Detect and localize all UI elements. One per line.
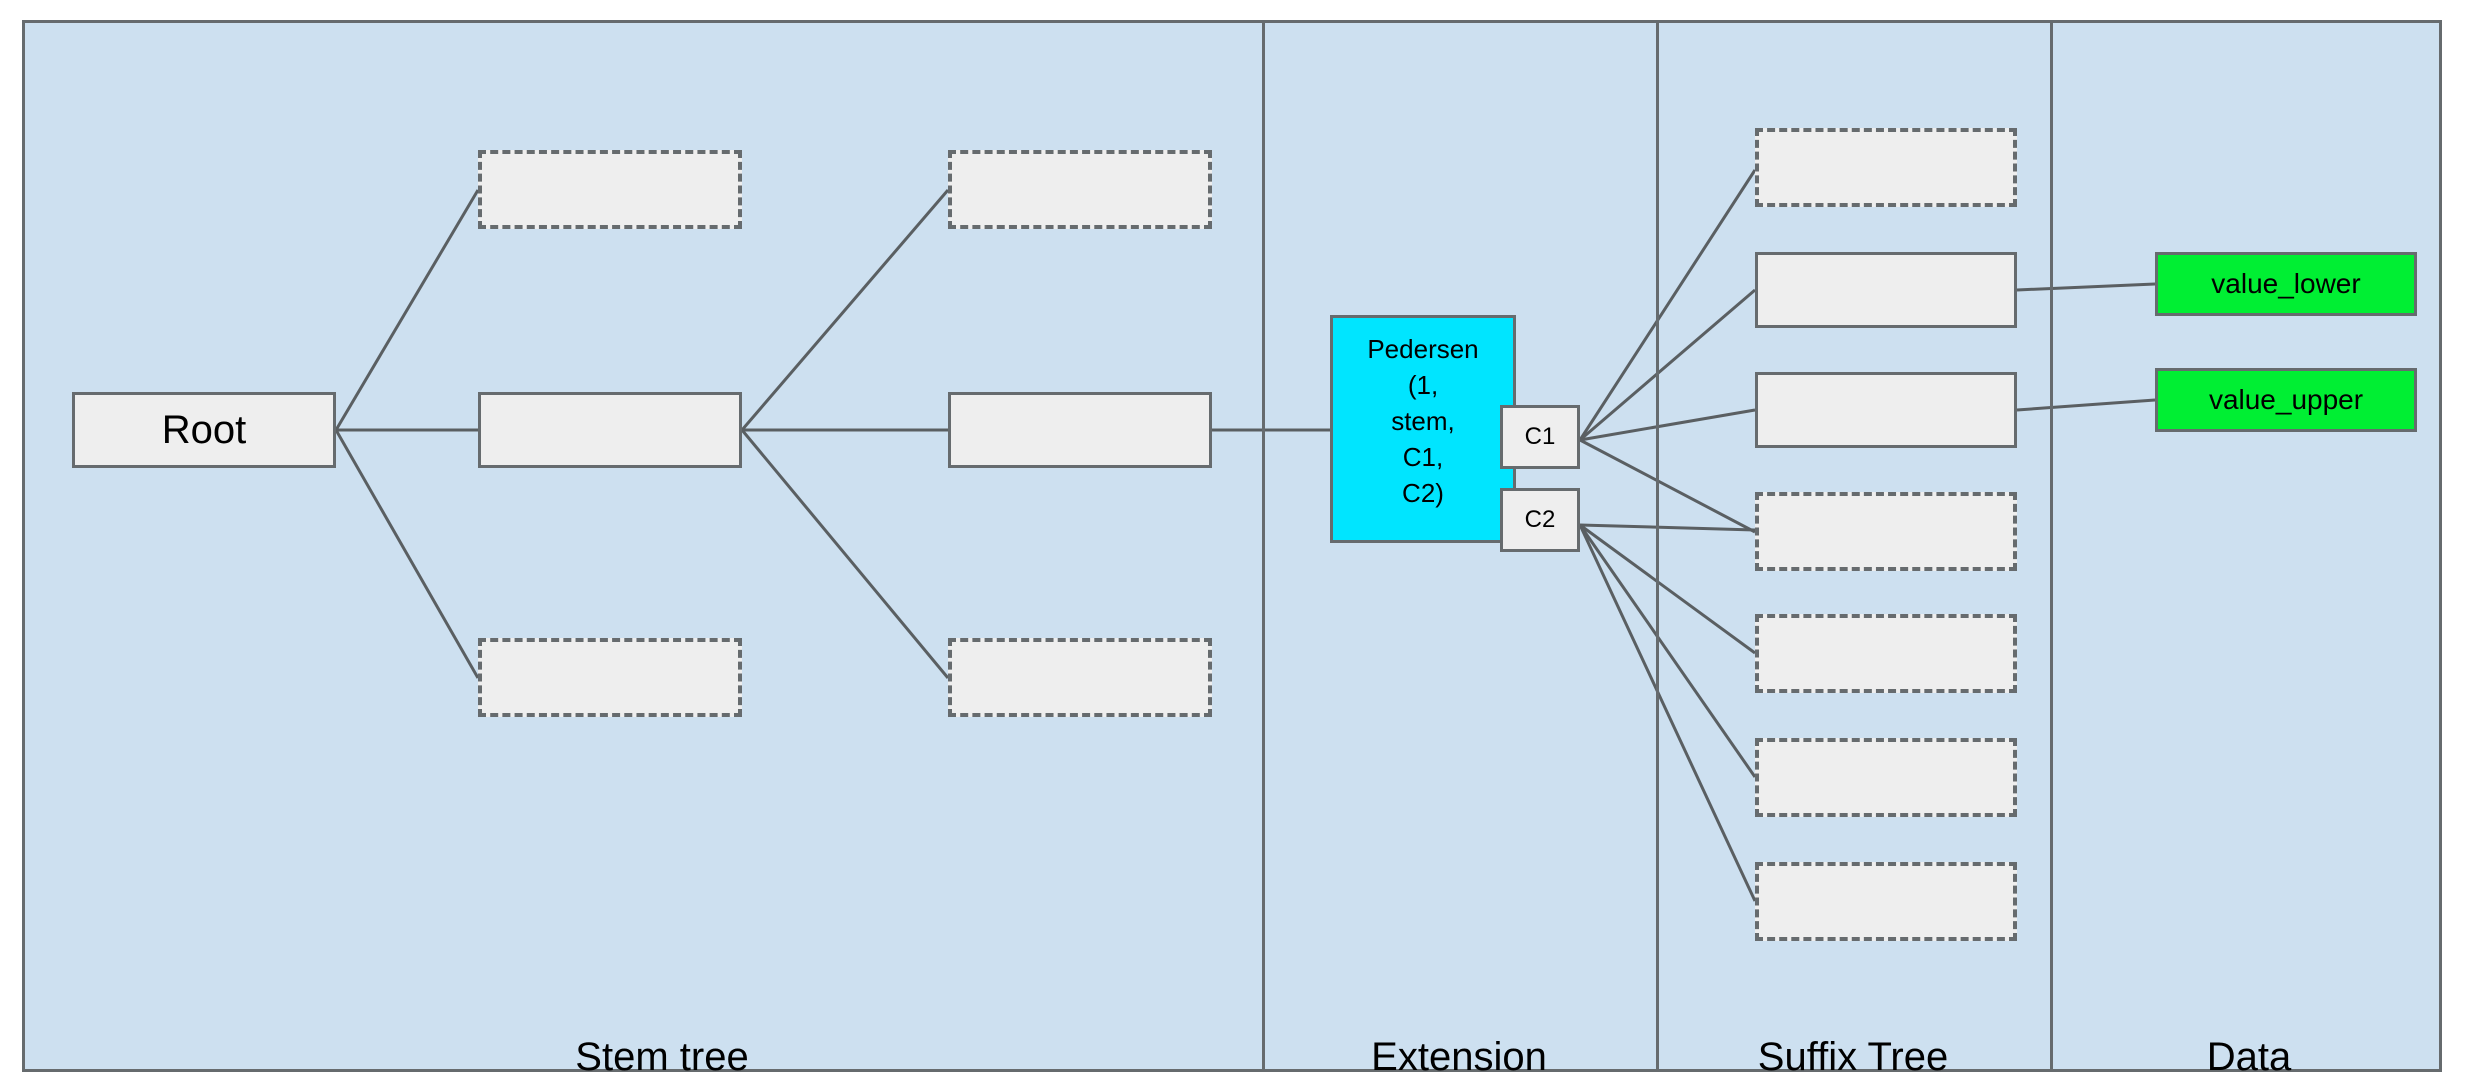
node-stem-l1-mid[interactable] [478,392,742,468]
node-suffix-3[interactable] [1755,372,2017,448]
node-suffix-4[interactable] [1755,492,2017,571]
node-suffix-6[interactable] [1755,738,2017,817]
node-value-lower-label: value_lower [2211,268,2361,299]
node-root[interactable]: Root [72,392,336,468]
node-c2-label: C2 [1524,506,1556,533]
panel-label-suffix-tree: Suffix Tree [1757,1035,1949,1079]
node-stem-l1-bot[interactable] [478,638,742,717]
panel-divider-3 [2050,22,2053,1070]
panel-label-data: Data [2206,1035,2292,1079]
node-suffix-1[interactable] [1755,128,2017,207]
node-suffix-5[interactable] [1755,614,2017,693]
panel-divider-1 [1262,22,1265,1070]
panel-label-stem-tree: Stem tree [575,1035,749,1079]
node-c1-label: C1 [1524,423,1556,450]
node-stem-l2-bot[interactable] [948,638,1212,717]
node-suffix-7[interactable] [1755,862,2017,941]
node-stem-l1-top[interactable] [478,150,742,229]
node-stem-l2-top[interactable] [948,150,1212,229]
node-pedersen-label: Pedersen (1, stem, C1, C2) [1367,334,1479,508]
panel-divider-2 [1656,22,1659,1070]
node-suffix-2[interactable] [1755,252,2017,328]
node-value-upper[interactable]: value_upper [2155,368,2417,432]
node-value-lower[interactable]: value_lower [2155,252,2417,316]
node-pedersen[interactable]: Pedersen (1, stem, C1, C2) [1330,315,1516,543]
panel-label-extension: Extension [1371,1035,1547,1079]
diagram-frame [22,20,2442,1072]
node-c2[interactable]: C2 [1500,488,1580,552]
node-root-label: Root [161,407,247,452]
node-stem-l2-mid[interactable] [948,392,1212,468]
node-value-upper-label: value_upper [2208,384,2364,415]
node-c1[interactable]: C1 [1500,405,1580,469]
